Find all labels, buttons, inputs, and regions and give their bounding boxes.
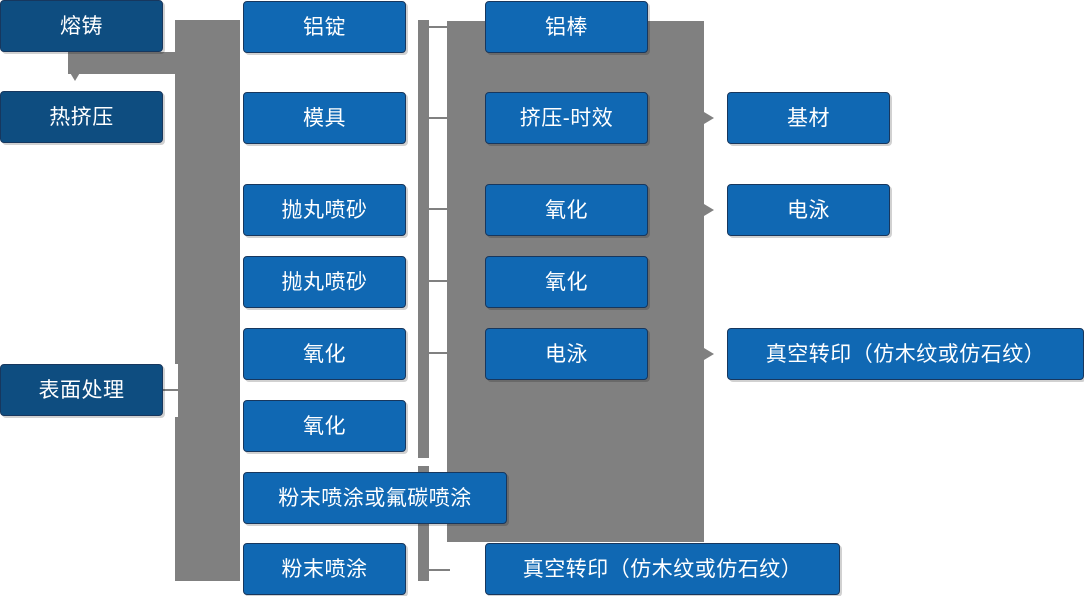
node-label: 热挤压 bbox=[49, 105, 114, 129]
arrow-to-proc-shotblast2 bbox=[228, 276, 238, 288]
connector-tick-2 bbox=[428, 117, 450, 119]
connector-surface-to-trunk bbox=[162, 389, 184, 391]
connector-tick-1 bbox=[428, 26, 450, 28]
arrow-to-proc-shotblast1 bbox=[228, 204, 238, 216]
node-label: 真空转印（仿木纹或仿石纹） bbox=[522, 557, 803, 581]
node-label: 铝棒 bbox=[545, 15, 588, 39]
node-out-electro[interactable]: 电泳 bbox=[727, 184, 890, 236]
node-label: 真空转印（仿木纹或仿石纹） bbox=[765, 342, 1046, 366]
node-treat-vacuum[interactable]: 真空转印（仿木纹或仿石纹） bbox=[485, 543, 840, 595]
node-out-substrate[interactable]: 基材 bbox=[727, 92, 890, 144]
connector-tick-4 bbox=[428, 280, 450, 282]
node-treat-aging[interactable]: 挤压-时效 bbox=[485, 92, 648, 144]
arrow-to-proc-oxide2 bbox=[228, 420, 238, 432]
node-stage-casting[interactable]: 熔铸 bbox=[0, 0, 163, 52]
arrow-to-proc-mold bbox=[228, 112, 238, 124]
node-treat-bar[interactable]: 铝棒 bbox=[485, 1, 648, 53]
node-label: 电泳 bbox=[545, 342, 588, 366]
node-label: 基材 bbox=[787, 106, 830, 130]
node-stage-surface[interactable]: 表面处理 bbox=[0, 364, 163, 416]
node-label: 模具 bbox=[303, 106, 346, 130]
arrow-to-out-vacuum bbox=[704, 348, 714, 360]
arrow-to-proc-oxide1 bbox=[228, 348, 238, 360]
node-treat-electro[interactable]: 电泳 bbox=[485, 328, 648, 380]
arrow-to-proc-powder bbox=[228, 563, 238, 575]
node-proc-shotblast2[interactable]: 抛丸喷砂 bbox=[243, 256, 406, 308]
node-proc-oxide2[interactable]: 氧化 bbox=[243, 400, 406, 452]
node-treat-oxide2[interactable]: 氧化 bbox=[485, 256, 648, 308]
arrow-to-out-substrate bbox=[704, 112, 714, 124]
node-treat-oxide1[interactable]: 氧化 bbox=[485, 184, 648, 236]
node-proc-powder[interactable]: 粉末喷涂 bbox=[243, 543, 406, 595]
connector-tick-5 bbox=[428, 352, 450, 354]
node-label: 氧化 bbox=[545, 270, 588, 294]
node-label: 表面处理 bbox=[38, 378, 125, 402]
node-label: 氧化 bbox=[545, 198, 588, 222]
node-stage-extrude[interactable]: 热挤压 bbox=[0, 91, 163, 143]
node-label: 氧化 bbox=[303, 342, 346, 366]
connector-tick-3 bbox=[428, 208, 450, 210]
node-label: 氧化 bbox=[303, 414, 346, 438]
arrow-to-proc-powder-f bbox=[228, 492, 238, 504]
node-label: 粉末喷涂 bbox=[281, 557, 368, 581]
connector-tick-6 bbox=[428, 569, 450, 571]
node-proc-mold[interactable]: 模具 bbox=[243, 92, 406, 144]
node-proc-shotblast1[interactable]: 抛丸喷砂 bbox=[243, 184, 406, 236]
node-label: 电泳 bbox=[787, 198, 830, 222]
connector-stage-stub-vertical bbox=[68, 52, 178, 74]
node-label: 抛丸喷砂 bbox=[281, 270, 368, 294]
connector-bar-mid-upper bbox=[418, 20, 429, 458]
node-label: 抛丸喷砂 bbox=[281, 198, 368, 222]
arrow-to-out-electro bbox=[704, 204, 714, 216]
node-proc-powder-f[interactable]: 粉末喷涂或氟碳喷涂 bbox=[243, 472, 507, 524]
node-label: 粉末喷涂或氟碳喷涂 bbox=[278, 486, 472, 510]
node-label: 铝锭 bbox=[303, 15, 346, 39]
node-out-vacuum[interactable]: 真空转印（仿木纹或仿石纹） bbox=[727, 328, 1084, 380]
node-label: 挤压-时效 bbox=[519, 106, 614, 130]
node-proc-oxide1[interactable]: 氧化 bbox=[243, 328, 406, 380]
node-label: 熔铸 bbox=[60, 14, 103, 38]
arrow-down-to-extrude bbox=[69, 71, 81, 81]
node-proc-ingot[interactable]: 铝锭 bbox=[243, 1, 406, 53]
arrow-to-proc-ingot bbox=[228, 21, 238, 33]
